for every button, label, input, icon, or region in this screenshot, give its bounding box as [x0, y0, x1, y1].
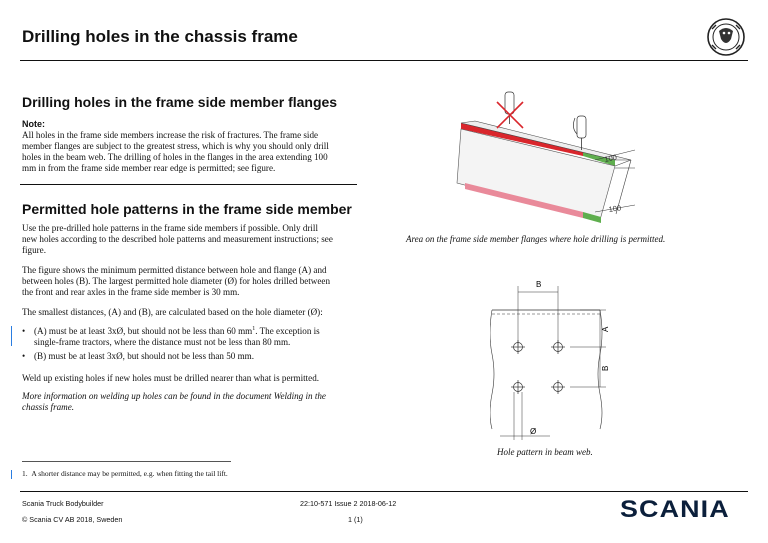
label-diameter: Ø — [530, 427, 536, 436]
footer-doc-title: Scania Truck Bodybuilder — [22, 499, 104, 508]
section-heading-flanges: Drilling holes in the frame side member … — [22, 94, 338, 110]
footer-copyright: © Scania CV AB 2018, Sweden — [22, 515, 123, 524]
footnote-change-bar — [11, 470, 12, 479]
figure2-caption: Hole pattern in beam web. — [497, 447, 593, 457]
header-rule — [20, 60, 748, 61]
change-bar — [11, 326, 12, 346]
bottom-flange-pink — [465, 183, 583, 218]
para-predrilled: Use the pre-drilled hole patterns in the… — [22, 223, 333, 255]
label-b-side: B — [601, 366, 610, 371]
bullet-b: • (B) must be at least 3xØ, but should n… — [22, 351, 254, 361]
footnote-rule — [22, 461, 231, 462]
para-weld: Weld up existing holes if new holes must… — [22, 373, 320, 383]
figure-frame-flanges: 100 100 — [456, 91, 636, 223]
section-heading-hole-patterns: Permitted hole patterns in the frame sid… — [22, 201, 352, 217]
drill-permitted-icon — [573, 115, 587, 150]
figure1-caption: Area on the frame side member flanges wh… — [406, 234, 666, 244]
para-distances: The figure shows the minimum permitted d… — [22, 265, 330, 297]
footnote: 1. A shorter distance may be permitted, … — [22, 469, 228, 478]
footer-issue: 22:10-571 Issue 2 2018-06-12 — [300, 499, 397, 508]
footer-rule — [20, 491, 748, 492]
scania-griffin-icon — [707, 18, 745, 56]
footer-page: 1 (1) — [348, 515, 363, 524]
para-smallest: The smallest distances, (A) and (B), are… — [22, 307, 323, 317]
dim-100-top: 100 — [604, 153, 618, 164]
top-flange-red — [461, 123, 583, 156]
note-text: All holes in the frame side members incr… — [22, 130, 329, 173]
label-a: A — [601, 326, 610, 332]
bottom-flange-green — [583, 212, 601, 223]
note-label: Note: — [22, 119, 45, 129]
scania-wordmark: SCANIA — [620, 496, 730, 523]
section-rule — [20, 184, 357, 185]
dim-100-bottom: 100 — [608, 203, 622, 214]
label-b-top: B — [536, 280, 541, 289]
page-title: Drilling holes in the chassis frame — [22, 27, 298, 46]
bullet-a: • (A) must be at least 3xØ, but should n… — [22, 325, 320, 347]
para-more-info: More information on welding up holes can… — [22, 391, 326, 412]
holes — [511, 340, 565, 394]
drill-forbidden-icon — [496, 91, 524, 129]
figure-hole-pattern: B A B Ø — [490, 280, 610, 440]
